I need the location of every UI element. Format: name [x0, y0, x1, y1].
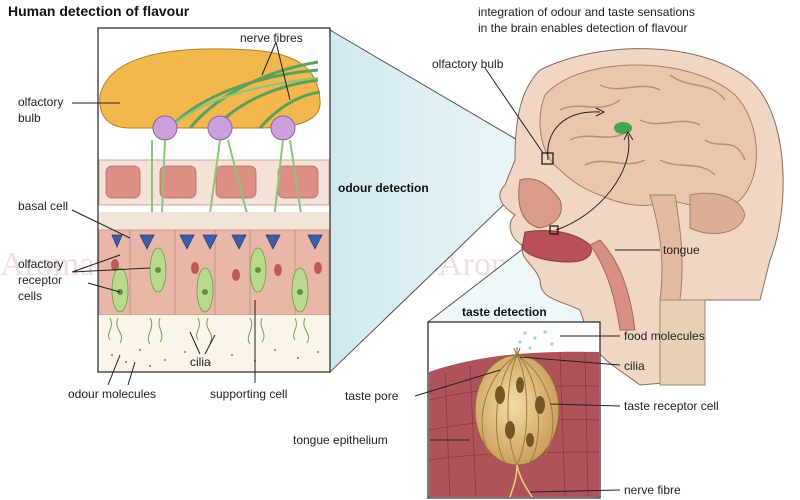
label-odour-molecules: odour molecules: [68, 387, 156, 401]
label-food-molecules: food molecules: [624, 329, 705, 343]
head-illustration: [499, 48, 784, 386]
taste-bud: [474, 354, 560, 466]
label-olfactory-receptor-line1: olfactory: [18, 257, 63, 271]
odour-panel: [97, 27, 331, 373]
label-olfactory-bulb-head: olfactory bulb: [432, 57, 504, 71]
heading-odour-detection: odour detection: [338, 181, 429, 195]
label-basal-cell: basal cell: [18, 199, 68, 213]
integration-note-line2: in the brain enables detection of flavou…: [478, 21, 687, 35]
label-tongue: tongue: [663, 243, 700, 257]
label-nerve-fibre: nerve fibre: [624, 483, 681, 497]
label-tongue-epithelium: tongue epithelium: [293, 433, 388, 447]
label-taste-pore: taste pore: [345, 389, 399, 403]
diagram-title: Human detection of flavour: [8, 3, 190, 19]
integration-note-line1: integration of odour and taste sensation…: [478, 5, 695, 19]
leader-lines: [71, 41, 660, 493]
label-cilia-taste: cilia: [624, 359, 645, 373]
label-olfactory-bulb-line2: bulb: [18, 111, 41, 125]
label-olfactory-bulb-line1: olfactory: [18, 95, 63, 109]
label-supporting-cell: supporting cell: [210, 387, 287, 401]
label-taste-receptor-cell: taste receptor cell: [624, 399, 719, 413]
label-olfactory-receptor-line3: cells: [18, 289, 42, 303]
integration-area: [614, 122, 632, 134]
tongue-shape: [521, 230, 592, 263]
label-cilia-odour: cilia: [190, 355, 211, 369]
taste-panel: [427, 321, 601, 499]
label-olfactory-receptor-line2: receptor: [18, 273, 62, 287]
label-nerve-fibres: nerve fibres: [240, 31, 303, 45]
heading-taste-detection: taste detection: [462, 305, 547, 319]
taste-zoom-box: [549, 225, 559, 235]
olfactory-zoom-box: [541, 152, 554, 165]
